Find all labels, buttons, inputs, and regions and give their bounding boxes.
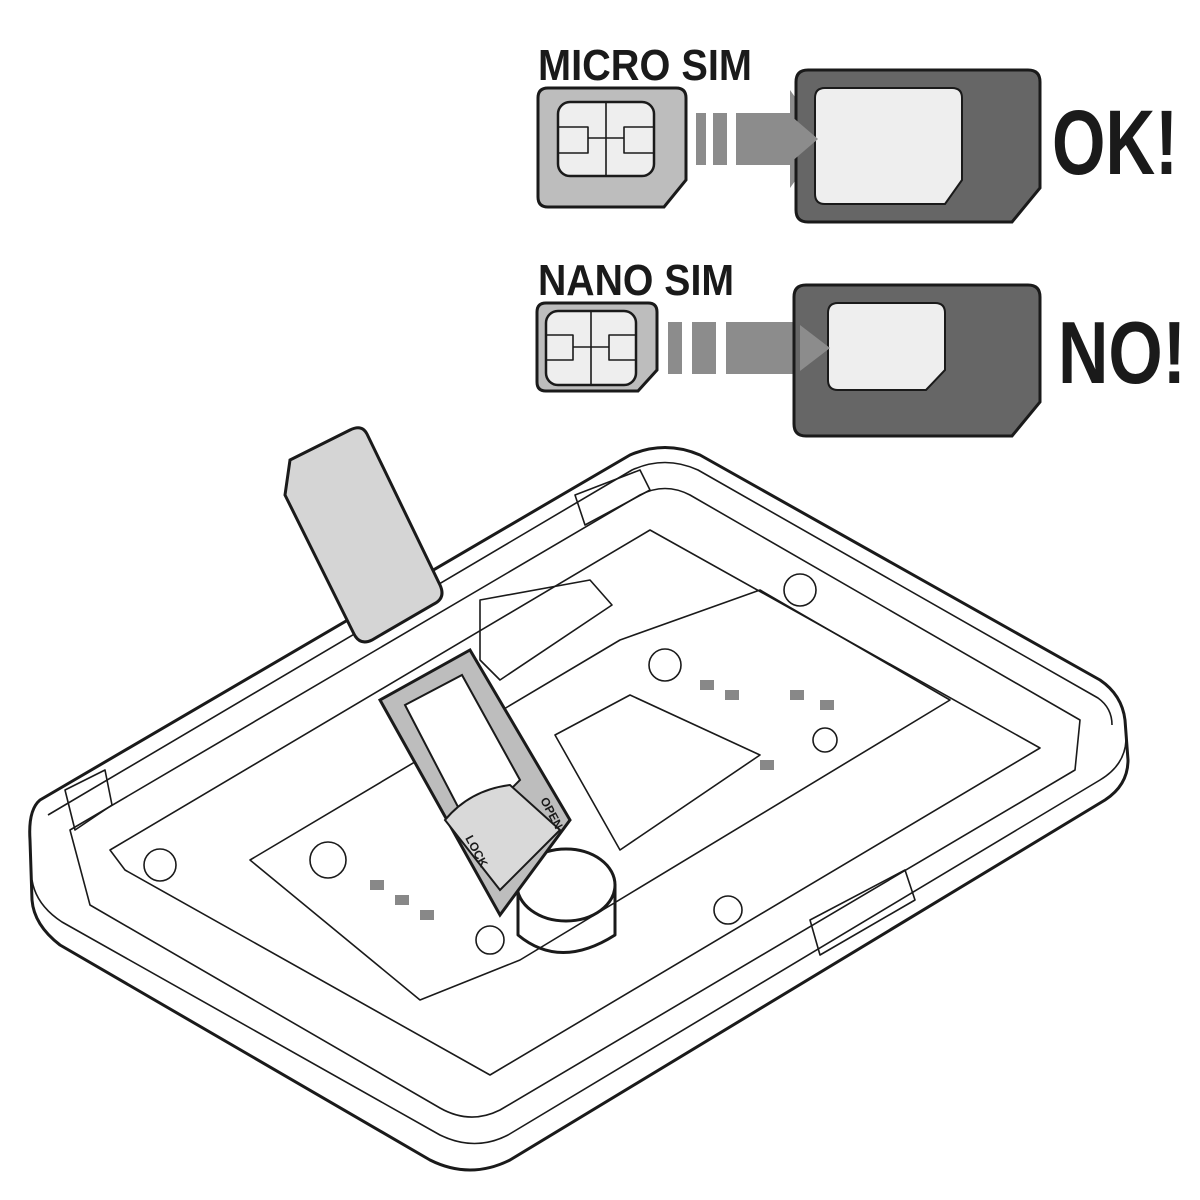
- micro-sim-row: MICRO SIM OK!: [536, 41, 1178, 224]
- micro-sim-chip: [556, 100, 656, 178]
- circuit-board: [249, 589, 951, 1001]
- micro-sim-label: MICRO SIM: [538, 41, 752, 90]
- nano-sim-chip: [544, 309, 638, 387]
- sim-holder: OPEN LOCK: [377, 647, 572, 918]
- device-base: [28, 446, 1130, 1172]
- micro-sim-slot-adapter: [790, 68, 1042, 224]
- housing-outer: [28, 446, 1130, 1172]
- micro-sim-verdict: OK!: [1052, 92, 1178, 194]
- nano-sim-verdict: NO!: [1058, 303, 1186, 402]
- module-chip: [554, 694, 761, 851]
- sim-card-inserting: [283, 426, 444, 644]
- nano-sim-label: NANO SIM: [538, 256, 734, 305]
- nano-sim-slot-adapter: [792, 283, 1042, 438]
- nano-sim-row: NANO SIM NO!: [535, 256, 1186, 438]
